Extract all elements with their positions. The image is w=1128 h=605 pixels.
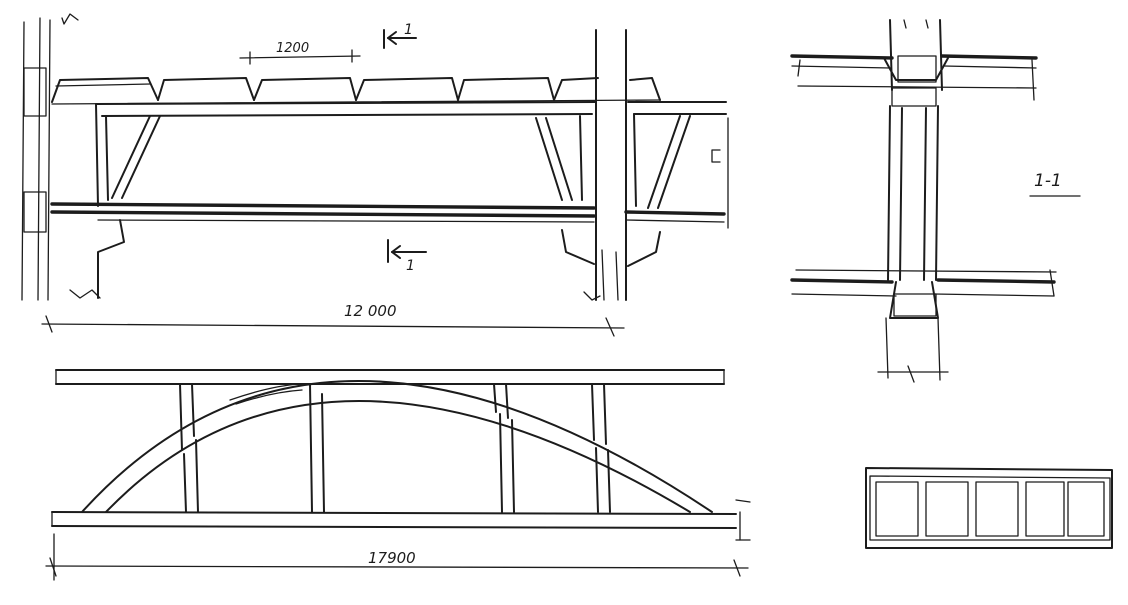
section-mark-top: 1 bbox=[383, 22, 417, 49]
truss bbox=[50, 101, 729, 229]
plan-cell bbox=[1067, 481, 1105, 537]
span-dimension-top: 12 000 bbox=[41, 302, 625, 337]
wall-hatch-lower bbox=[23, 191, 47, 233]
section-mark-bottom: 1 bbox=[387, 239, 427, 274]
arch-truss-elevation: 17900 bbox=[45, 369, 751, 581]
span-dimension-arch: 17900 bbox=[45, 533, 749, 581]
panel-spacing-label: 1200 bbox=[276, 41, 309, 56]
plan-cell bbox=[1025, 481, 1065, 537]
span-label-top: 12 000 bbox=[344, 302, 397, 320]
section-mark-top-label: 1 bbox=[404, 22, 413, 38]
left-corbel bbox=[69, 219, 125, 299]
section-title: 1-1 bbox=[1034, 171, 1062, 191]
plan-cell bbox=[925, 481, 969, 537]
top-truss-elevation: 1200 1 bbox=[21, 13, 729, 337]
bottom-node-hatch bbox=[893, 293, 937, 317]
top-node-hatch bbox=[891, 87, 937, 107]
left-wall bbox=[21, 13, 79, 301]
span-label-arch: 17900 bbox=[368, 549, 416, 567]
plan-cell bbox=[875, 481, 919, 537]
center-column bbox=[561, 29, 661, 301]
section-mark-bottom-label: 1 bbox=[406, 258, 415, 274]
plan-cell bbox=[975, 481, 1019, 537]
panel-spacing-dimension: 1200 bbox=[239, 41, 361, 65]
section-1-1: 1-1 bbox=[790, 19, 1081, 383]
roof-panels bbox=[51, 77, 661, 105]
panel-plan bbox=[865, 467, 1113, 549]
wall-hatch-upper bbox=[23, 67, 47, 117]
